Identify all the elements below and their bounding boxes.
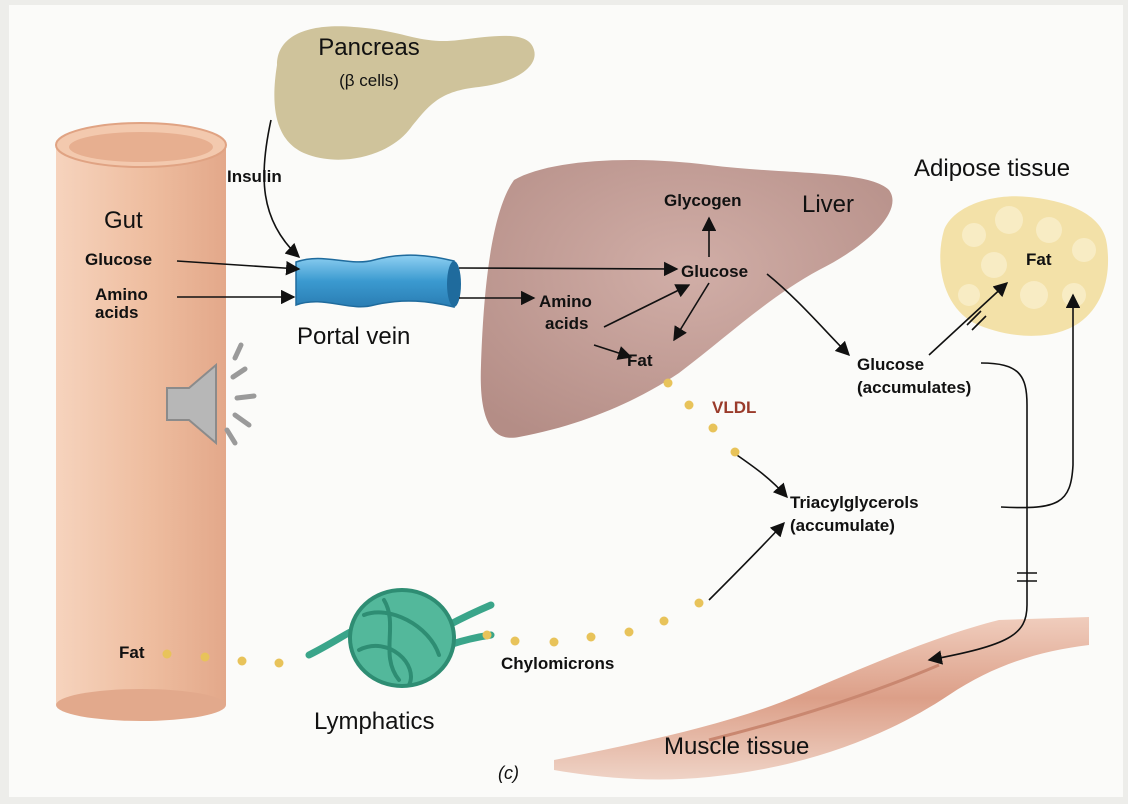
chylomicrons-label: Chylomicrons xyxy=(501,654,614,674)
gut-amino-acids-label-line2: acids xyxy=(95,303,138,323)
adipose-fat-label: Fat xyxy=(1026,250,1052,270)
lymphatics-illustration xyxy=(309,590,491,686)
liver-amino-acids-label-line1: Amino xyxy=(539,292,592,312)
glycogen-label: Glycogen xyxy=(664,191,741,211)
triacylglycerols-label-line1: Triacylglycerols xyxy=(790,493,919,513)
vldl-label: VLDL xyxy=(712,398,756,418)
gut-amino-acids-label-line1: Amino xyxy=(95,285,148,305)
blood-glucose-label-line1: Glucose xyxy=(857,355,924,375)
diagram-page: Pancreas (β cells) Insulin Gut Glucose A… xyxy=(9,5,1123,797)
portal-vein-label: Portal vein xyxy=(297,323,410,351)
muscle-tissue-label: Muscle tissue xyxy=(664,733,809,761)
panel-label: (c) xyxy=(498,763,519,784)
adipose-illustration xyxy=(940,196,1108,336)
liver-fat-label: Fat xyxy=(627,351,653,371)
lymphatics-label: Lymphatics xyxy=(314,708,435,736)
diagram-graphics xyxy=(9,5,1123,797)
liver-label: Liver xyxy=(802,191,854,219)
gut-label: Gut xyxy=(104,207,143,235)
triacylglycerols-label-line2: (accumulate) xyxy=(790,516,895,536)
liver-amino-acids-label-line2: acids xyxy=(545,314,588,334)
insulin-label: Insulin xyxy=(227,167,282,187)
portal-vein-illustration xyxy=(296,255,454,307)
gut-glucose-label: Glucose xyxy=(85,250,152,270)
beta-cells-label: (β cells) xyxy=(319,71,419,91)
pancreas-label: Pancreas xyxy=(299,34,439,62)
blood-glucose-label-line2: (accumulates) xyxy=(857,378,971,398)
gut-fat-label: Fat xyxy=(119,643,145,663)
adipose-tissue-label: Adipose tissue xyxy=(914,155,1070,183)
liver-glucose-label: Glucose xyxy=(681,262,748,282)
muscle-illustration xyxy=(554,617,1089,779)
